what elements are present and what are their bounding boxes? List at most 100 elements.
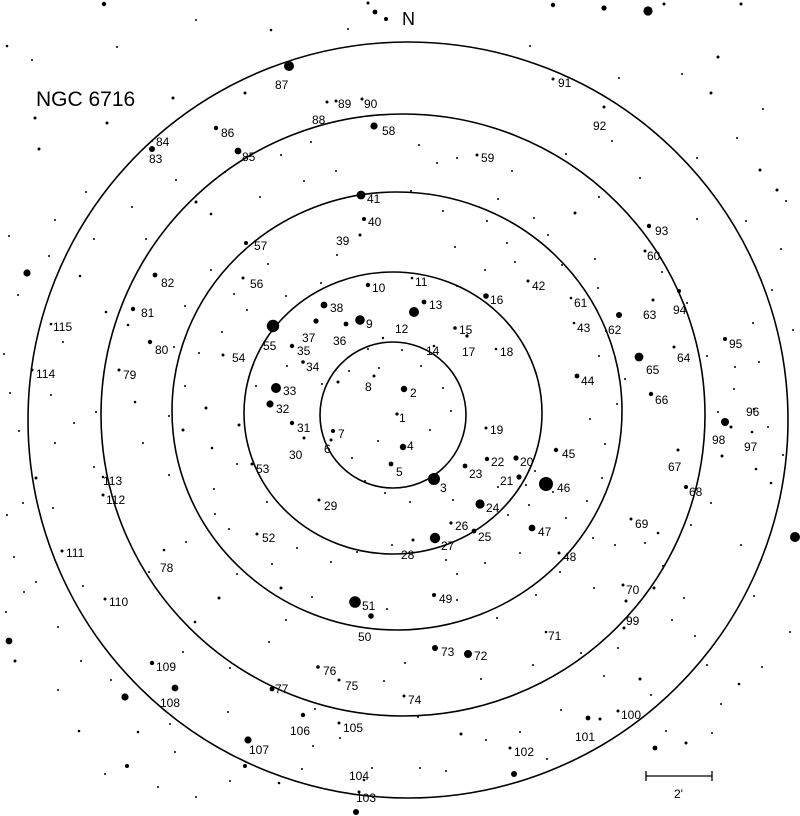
star-70-marker <box>621 583 625 587</box>
star-49-marker <box>432 593 436 597</box>
field-star <box>420 365 422 367</box>
star-87-label: 87 <box>275 78 289 92</box>
star-71-marker <box>544 630 548 634</box>
field-star <box>485 739 487 741</box>
star-57-label: 57 <box>254 239 268 253</box>
field-star <box>709 91 713 95</box>
field-star <box>601 477 603 479</box>
star-51-label: 51 <box>362 599 376 613</box>
field-star <box>638 677 642 681</box>
field-star <box>221 331 223 333</box>
star-107-label: 107 <box>249 743 269 757</box>
field-star <box>301 768 303 770</box>
field-star <box>185 541 187 543</box>
field-star <box>753 595 755 597</box>
star-104-label: 104 <box>349 769 369 783</box>
field-star <box>585 715 591 721</box>
star-97-label: 97 <box>744 440 758 454</box>
star-1-label: 1 <box>399 411 406 425</box>
star-82-label: 82 <box>161 276 175 290</box>
star-108-marker <box>171 684 179 692</box>
star-44-marker <box>574 373 580 379</box>
field-star <box>195 19 197 21</box>
field-star <box>126 323 130 327</box>
star-89-marker <box>334 99 338 103</box>
star-63-label: 63 <box>643 308 657 322</box>
field-star <box>233 293 235 295</box>
field-star <box>597 287 599 289</box>
star-112-marker <box>101 493 105 497</box>
field-star <box>320 282 322 284</box>
field-star <box>486 220 488 222</box>
field-star <box>790 532 800 542</box>
field-star <box>57 689 59 691</box>
star-67-label: 67 <box>668 460 682 474</box>
star-25-marker <box>471 528 477 534</box>
field-star <box>442 210 444 212</box>
field-star <box>624 378 626 380</box>
star-21-label: 21 <box>500 474 514 488</box>
star-38-marker <box>320 301 328 309</box>
star-13-label: 13 <box>429 298 443 312</box>
field-star <box>22 502 24 504</box>
field-star <box>48 255 50 257</box>
field-star <box>589 418 591 420</box>
star-61-marker <box>569 296 573 300</box>
star-19-marker <box>484 426 488 430</box>
field-star <box>532 664 534 666</box>
field-star <box>586 500 588 502</box>
star-38-label: 38 <box>330 301 344 315</box>
star-35-label: 35 <box>297 344 311 358</box>
star-15-marker <box>453 326 457 330</box>
star-92-label: 92 <box>593 119 607 133</box>
star-98-label: 98 <box>712 433 726 447</box>
field-star <box>13 659 17 663</box>
star-7-label: 7 <box>338 427 345 441</box>
field-star <box>5 44 9 48</box>
star-61-label: 61 <box>574 296 588 310</box>
star-62-label: 62 <box>608 323 622 337</box>
star-64-marker <box>672 345 676 349</box>
star-110-marker <box>103 597 107 601</box>
field-star <box>525 484 527 486</box>
star-24-label: 24 <box>486 501 500 515</box>
field-star <box>729 425 733 429</box>
star-75-label: 75 <box>345 679 359 693</box>
star-52-marker <box>255 532 259 536</box>
star-82-marker <box>152 272 158 278</box>
field-star <box>546 758 548 760</box>
star-15-label: 15 <box>459 323 473 337</box>
field-star <box>733 388 735 390</box>
field-star <box>269 28 273 32</box>
star-7-marker <box>331 429 335 433</box>
star-17-label: 17 <box>462 345 476 359</box>
star-40-label: 40 <box>368 215 382 229</box>
field-stars <box>3 1 800 815</box>
star-115-label: 115 <box>53 320 72 334</box>
star-23-marker <box>462 463 468 469</box>
star-63-marker <box>651 298 655 302</box>
star-53-label: 53 <box>256 462 270 476</box>
field-star <box>445 770 447 772</box>
field-star <box>236 573 238 575</box>
field-star <box>101 1 107 7</box>
field-star <box>279 586 283 590</box>
field-star <box>758 168 762 172</box>
star-58-marker <box>370 122 378 130</box>
star-52-label: 52 <box>262 531 276 545</box>
star-56-label: 56 <box>250 277 264 291</box>
star-104-marker <box>362 778 366 782</box>
field-star <box>204 406 208 410</box>
field-star <box>601 5 607 11</box>
star-45-marker <box>553 447 559 453</box>
field-star <box>57 626 59 628</box>
star-44-label: 44 <box>581 374 595 388</box>
field-star <box>17 294 19 296</box>
star-85-marker <box>234 147 242 155</box>
star-50-label: 50 <box>358 630 372 644</box>
field-star <box>716 55 720 59</box>
field-star <box>639 177 641 179</box>
field-star <box>739 2 743 6</box>
star-105-label: 105 <box>343 721 363 735</box>
star-10-label: 10 <box>372 281 386 295</box>
